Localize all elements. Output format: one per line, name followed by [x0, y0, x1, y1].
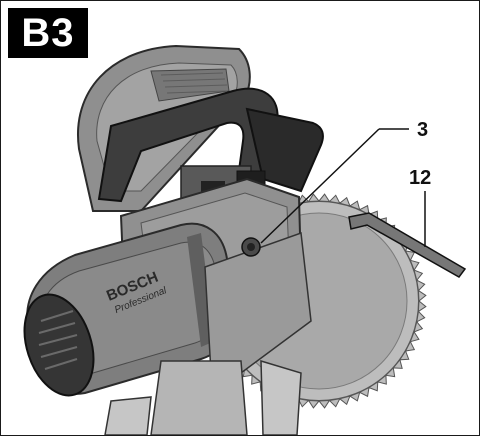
saw-handle	[97, 87, 324, 227]
callout-12-label: 12	[409, 167, 432, 189]
blade-tooth	[398, 349, 410, 361]
blade-tooth	[338, 395, 351, 406]
blade-tooth	[251, 374, 262, 385]
blade-tooth	[384, 366, 396, 378]
blade-tooth	[413, 320, 424, 333]
blade-tooth	[307, 193, 321, 203]
blade-tooth	[376, 374, 387, 385]
saw-base	[104, 359, 302, 435]
blade-tooth	[348, 200, 361, 211]
blade-tooth	[417, 289, 427, 303]
blade-tooth	[348, 391, 361, 402]
blade-tooth	[328, 194, 341, 204]
blade-tooth	[416, 279, 426, 292]
blade-tooth	[404, 250, 416, 262]
blade-tooth	[417, 299, 427, 313]
blade-tooth	[338, 196, 351, 207]
callout-3-label: 3	[417, 119, 429, 141]
blade-tooth	[409, 259, 420, 272]
blade-tooth	[416, 310, 426, 323]
figure-badge: B3	[8, 8, 88, 58]
blade-tooth	[367, 380, 379, 392]
blade-tooth	[392, 358, 403, 369]
blade-tooth	[409, 330, 420, 343]
blade-tooth	[358, 204, 370, 216]
blade-tooth	[404, 340, 416, 352]
motor-housing	[23, 177, 312, 397]
hex-key-tool	[348, 212, 467, 278]
blade-tooth	[317, 399, 331, 409]
blade-tooth	[297, 398, 310, 408]
blade-tooth	[413, 269, 424, 282]
blade-tooth	[317, 193, 331, 203]
blade-tooth	[328, 398, 341, 408]
blade-tooth	[358, 386, 370, 398]
blade-tooth	[307, 399, 321, 409]
callout-3-leader-diagonal	[260, 128, 380, 244]
